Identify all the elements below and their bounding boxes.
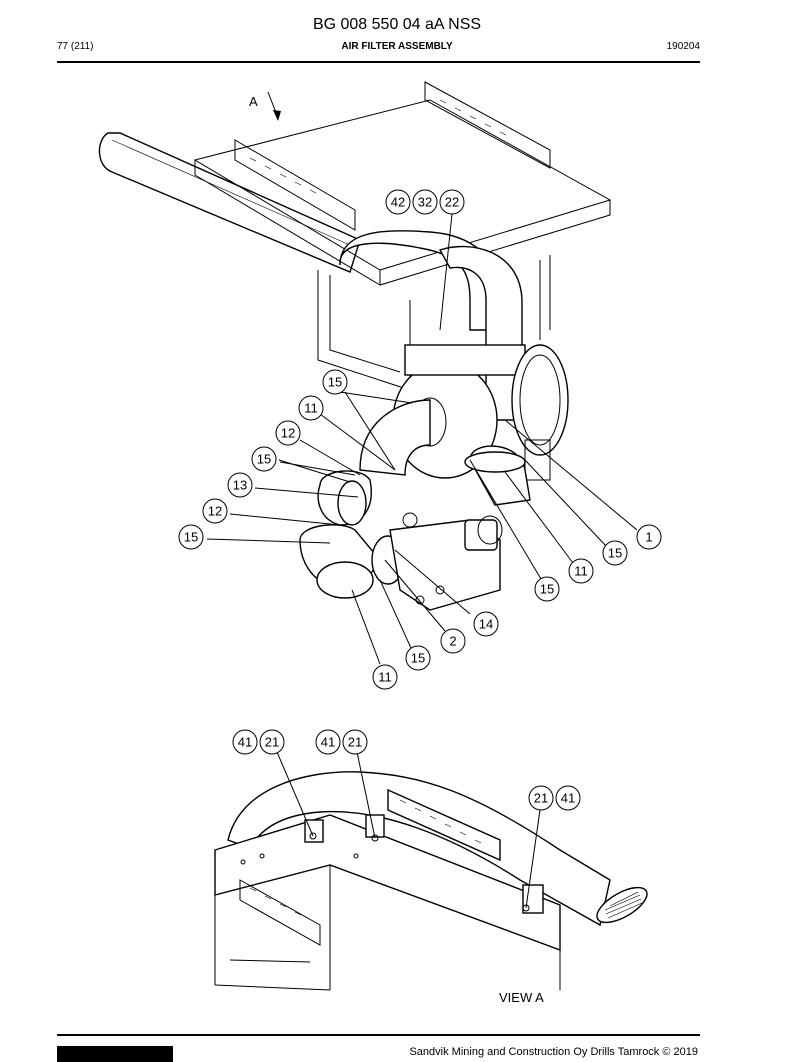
svg-text:12: 12 [281,426,295,441]
svg-text:15: 15 [184,530,198,545]
section-title: AIR FILTER ASSEMBLY [341,41,453,52]
callout-bubble: 22 [439,189,465,215]
svg-text:42: 42 [391,195,405,210]
svg-text:41: 41 [561,791,575,806]
callout-bubble: 2 [440,628,466,654]
svg-text:21: 21 [534,791,548,806]
view-a-illustration [214,771,648,991]
view-label: VIEW A [499,990,544,1005]
svg-text:14: 14 [479,617,493,632]
callout-bubble: 41 [555,785,581,811]
callout-bubble: 15 [534,576,560,602]
callout-bubble: 15 [405,645,431,671]
main-callouts: 42 32 22 15 11 12 15 13 12 15 1 15 11 15… [178,189,662,690]
callout-bubble: 14 [473,611,499,637]
view-callouts: 41 21 41 21 21 41 [232,729,581,811]
callout-bubble: 41 [315,729,341,755]
callout-bubble: 42 [385,189,411,215]
callout-bubble: 32 [412,189,438,215]
header-rule [57,61,700,63]
main-illustration: A [98,81,612,611]
svg-text:13: 13 [233,478,247,493]
callout-bubble: 11 [568,558,594,584]
svg-text:15: 15 [411,651,425,666]
document-date: 190204 [666,41,700,52]
callout-bubble: 15 [322,369,348,395]
callout-bubble: 15 [602,540,628,566]
svg-text:2: 2 [449,634,456,649]
callout-bubble: 12 [275,420,301,446]
callout-bubble: 15 [178,524,204,550]
svg-text:32: 32 [418,195,432,210]
callout-bubble: 1 [636,524,662,550]
svg-text:21: 21 [265,735,279,750]
company-logo [57,1046,173,1062]
svg-text:15: 15 [328,375,342,390]
svg-text:11: 11 [304,401,318,416]
view-arrow-label: A [249,94,258,109]
callout-bubble: 41 [232,729,258,755]
svg-text:15: 15 [540,582,554,597]
svg-text:12: 12 [208,504,222,519]
page-number: 77 (211) [57,41,94,52]
svg-text:15: 15 [257,452,271,467]
svg-text:11: 11 [574,564,588,579]
svg-text:22: 22 [445,195,459,210]
main-leader-lines [206,213,638,665]
svg-text:1: 1 [645,530,652,545]
callout-bubble: 12 [202,498,228,524]
callout-bubble: 13 [227,472,253,498]
view-leader-lines [276,751,541,909]
callout-bubble: 21 [259,729,285,755]
svg-text:11: 11 [378,670,392,685]
callout-bubble: 11 [372,664,398,690]
svg-text:41: 41 [238,735,252,750]
callout-bubble: 21 [528,785,554,811]
document-title: BG 008 550 04 aA NSS [312,16,482,33]
callout-bubble: 15 [251,446,277,472]
callout-bubble: 11 [298,395,324,421]
footer-rule [57,1034,700,1036]
callout-bubble: 21 [342,729,368,755]
svg-text:21: 21 [348,735,362,750]
svg-text:15: 15 [608,546,622,561]
svg-text:41: 41 [321,735,335,750]
arrow-icon [273,110,281,121]
footer-copyright: Sandvik Mining and Construction Oy Drill… [409,1046,698,1058]
